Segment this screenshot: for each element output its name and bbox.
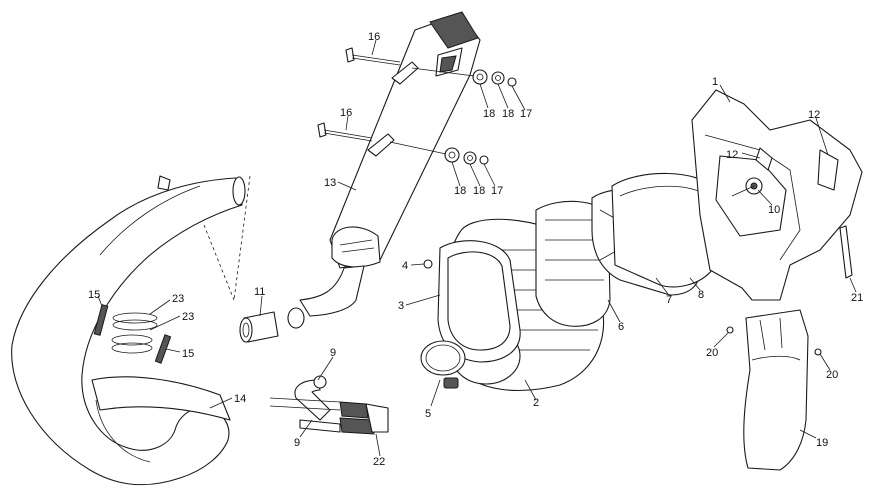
breather-hoses (269, 375, 389, 435)
airbox-housing (691, 89, 863, 301)
callout-16-lower: 16 (340, 107, 352, 119)
callout-11: 11 (254, 286, 265, 298)
strap (839, 225, 853, 279)
clamp (420, 340, 466, 389)
callout-1: 1 (712, 76, 718, 88)
callout-3: 3 (398, 300, 404, 312)
callout-9-upper: 9 (330, 347, 336, 359)
callout-21: 21 (851, 292, 863, 304)
callout-labels: 1 2 3 4 5 6 7 8 9 9 10 11 12 12 13 14 15… (88, 31, 863, 468)
callout-22: 22 (373, 456, 385, 468)
callout-17-upper: 17 (520, 108, 532, 120)
callout-23-upper: 23 (172, 293, 184, 305)
exhaust-pipe (11, 175, 251, 486)
air-filter (611, 172, 713, 288)
callout-20-right: 20 (826, 369, 838, 381)
callout-7: 7 (666, 294, 672, 306)
callout-16-upper: 16 (368, 31, 380, 43)
callout-18-b: 18 (502, 108, 514, 120)
callout-15-left: 15 (88, 289, 100, 301)
fastener (423, 259, 433, 269)
callout-20-left: 20 (706, 347, 718, 359)
springs-and-orings (93, 304, 172, 364)
mud-flap (726, 309, 822, 471)
callout-9-lower: 9 (294, 437, 300, 449)
callout-12-right: 12 (808, 109, 820, 121)
callout-19: 19 (816, 437, 828, 449)
callout-2: 2 (533, 397, 539, 409)
callout-14: 14 (234, 393, 246, 405)
callout-6: 6 (618, 321, 624, 333)
pipe-sleeve (239, 311, 279, 343)
silencer (287, 11, 481, 329)
callout-8: 8 (698, 289, 704, 301)
callout-4: 4 (402, 260, 408, 272)
callout-10: 10 (768, 204, 780, 216)
callout-12-left: 12 (726, 149, 738, 161)
callout-13: 13 (324, 177, 336, 189)
callout-15-right: 15 (182, 348, 194, 360)
callout-18-a: 18 (483, 108, 495, 120)
callout-17-lower: 17 (491, 185, 503, 197)
intake-gasket (437, 240, 521, 363)
leader-lines (97, 39, 857, 457)
callout-18-d: 18 (473, 185, 485, 197)
callout-18-c: 18 (454, 185, 466, 197)
callout-5: 5 (425, 408, 431, 420)
callout-23-lower: 23 (182, 311, 194, 323)
